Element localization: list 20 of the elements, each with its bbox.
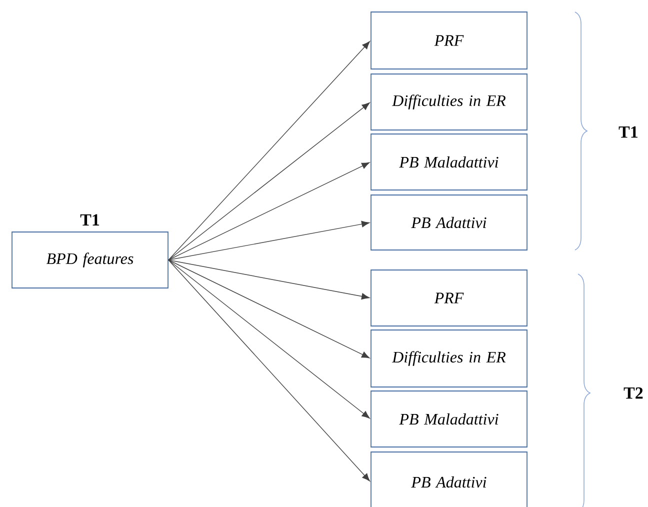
process-box: PB Adattivi: [370, 452, 528, 507]
arrow: [168, 260, 370, 482]
process-box: BPD features: [12, 232, 168, 288]
arrow: [168, 220, 370, 260]
arrow: [168, 260, 370, 418]
arrow: [168, 260, 370, 358]
arrow: [168, 41, 370, 260]
process-box: PRF: [370, 12, 528, 70]
heading: T1: [80, 214, 100, 226]
process-box: Difficulties in ER: [370, 74, 528, 130]
arrow: [168, 260, 370, 300]
group-label: T2: [624, 387, 643, 399]
process-box: PB Adattivi: [370, 194, 528, 250]
group-label: T1: [618, 126, 638, 138]
process-box: PB Maladattivi: [370, 134, 528, 190]
arrow: [168, 162, 370, 260]
process-box: PRF: [370, 270, 528, 326]
arrow: [168, 102, 370, 260]
process-box: PB Maladattivi: [370, 390, 528, 448]
process-box: Difficulties in ER: [370, 330, 528, 388]
